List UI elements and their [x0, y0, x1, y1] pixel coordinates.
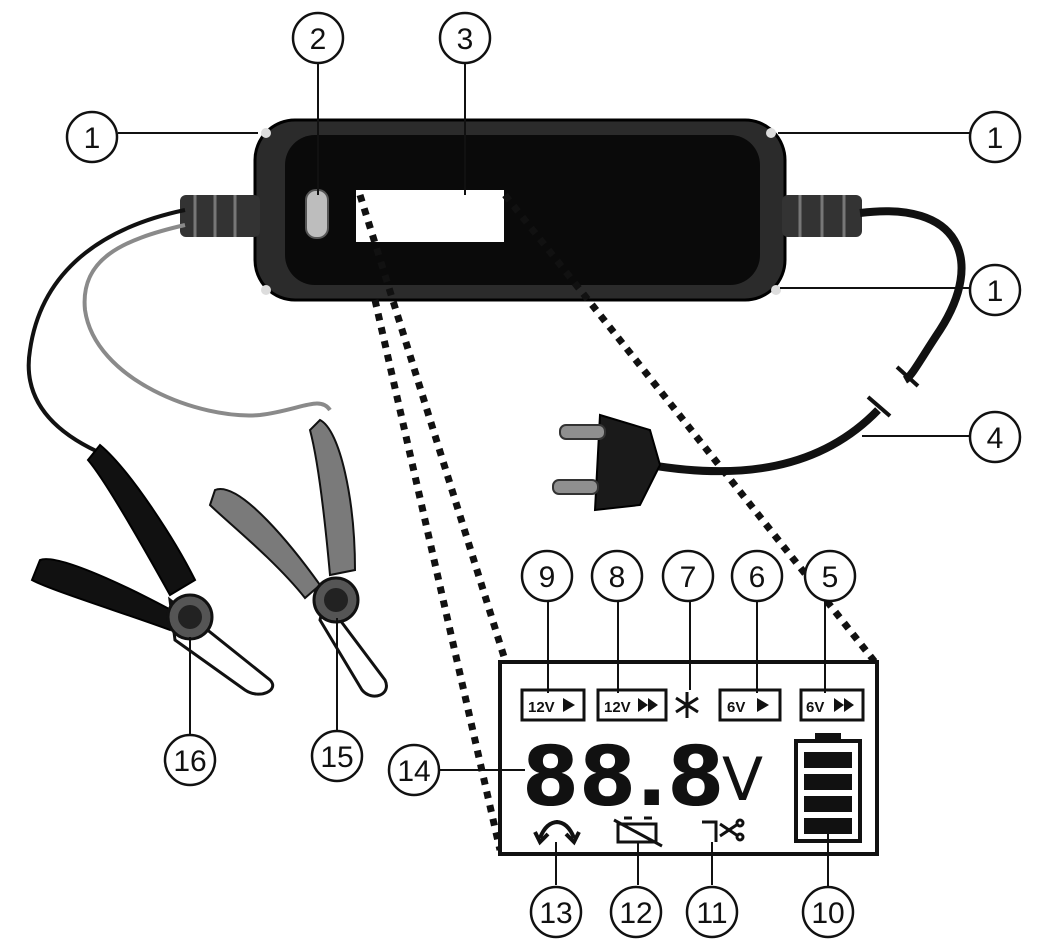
callout-10: 10 — [801, 885, 855, 939]
callout-6: 6 — [730, 549, 784, 603]
battery-level-icon — [794, 733, 862, 843]
snowflake-icon — [675, 692, 699, 718]
callout-1b-label: 1 — [987, 122, 1004, 155]
mounting-hole — [771, 285, 781, 295]
display-window — [356, 190, 504, 242]
callout-9: 9 — [520, 549, 574, 603]
mode-6v-fast-label: 6V — [806, 699, 824, 716]
callout-12-label: 12 — [619, 897, 652, 930]
callout-4: 4 — [968, 410, 1022, 464]
callout-1c: 1 — [968, 263, 1022, 317]
callout-7-label: 7 — [680, 561, 697, 594]
callout-5: 5 — [803, 549, 857, 603]
leader-lines — [118, 62, 970, 888]
lcd-panel: 12V 12V 6V 6V 88.8 V — [498, 660, 879, 856]
callout-10-label: 10 — [811, 897, 844, 930]
black-battery-clamp — [30, 443, 274, 696]
mode-12v-fast-indicator: 12V — [596, 688, 668, 722]
callout-5-label: 5 — [822, 561, 839, 594]
callout-11-label: 11 — [696, 897, 727, 930]
black-clamp-cable — [26, 208, 186, 457]
red-clamp-cable — [82, 223, 332, 418]
callout-15: 15 — [310, 729, 364, 783]
callout-14-label: 14 — [397, 755, 430, 788]
mounting-hole — [766, 128, 776, 138]
mode-12v-normal-indicator: 12V — [520, 688, 586, 722]
callout-6-label: 6 — [749, 561, 766, 594]
mode-6v-fast-indicator: 6V — [799, 688, 865, 722]
callout-1c-label: 1 — [987, 275, 1004, 308]
mode-6v-normal-label: 6V — [727, 699, 745, 716]
reverse-polarity-icon — [533, 820, 581, 846]
battery-level-bar — [804, 774, 852, 790]
mains-cable — [649, 207, 966, 476]
mode-12v-normal-label: 12V — [528, 699, 555, 716]
callout-13: 13 — [529, 885, 583, 939]
mode-button[interactable] — [305, 189, 329, 239]
callout-15-label: 15 — [320, 741, 353, 774]
mounting-hole — [261, 285, 271, 295]
callout-2: 2 — [291, 11, 345, 65]
callout-3: 3 — [438, 11, 492, 65]
callout-3-label: 3 — [457, 23, 474, 56]
callout-2-label: 2 — [310, 23, 327, 56]
callout-11: 11 — [685, 885, 739, 939]
battery-level-bar — [804, 752, 852, 768]
battery-level-bar — [804, 796, 852, 812]
callout-1a-label: 1 — [84, 122, 101, 155]
callout-8-label: 8 — [609, 561, 626, 594]
callout-14: 14 — [387, 743, 441, 797]
mains-plug — [552, 413, 662, 512]
callout-8: 8 — [590, 549, 644, 603]
voltage-digits: 88.8 — [522, 730, 724, 825]
callout-12: 12 — [609, 885, 663, 939]
callout-1a: 1 — [65, 110, 119, 164]
callout-16-label: 16 — [173, 745, 206, 778]
callout-13-label: 13 — [539, 897, 572, 930]
voltage-unit: V — [722, 745, 763, 815]
callout-1b: 1 — [968, 110, 1022, 164]
mode-12v-fast-label: 12V — [604, 699, 631, 716]
callout-9-label: 9 — [539, 561, 556, 594]
callout-4-label: 4 — [987, 422, 1004, 455]
charger-body — [180, 118, 862, 302]
mode-6v-normal-indicator: 6V — [718, 688, 782, 722]
callout-7: 7 — [661, 549, 715, 603]
battery-level-bars — [804, 752, 852, 834]
mounting-hole — [261, 128, 271, 138]
connection-icon — [702, 818, 745, 842]
callout-16: 16 — [163, 733, 217, 787]
